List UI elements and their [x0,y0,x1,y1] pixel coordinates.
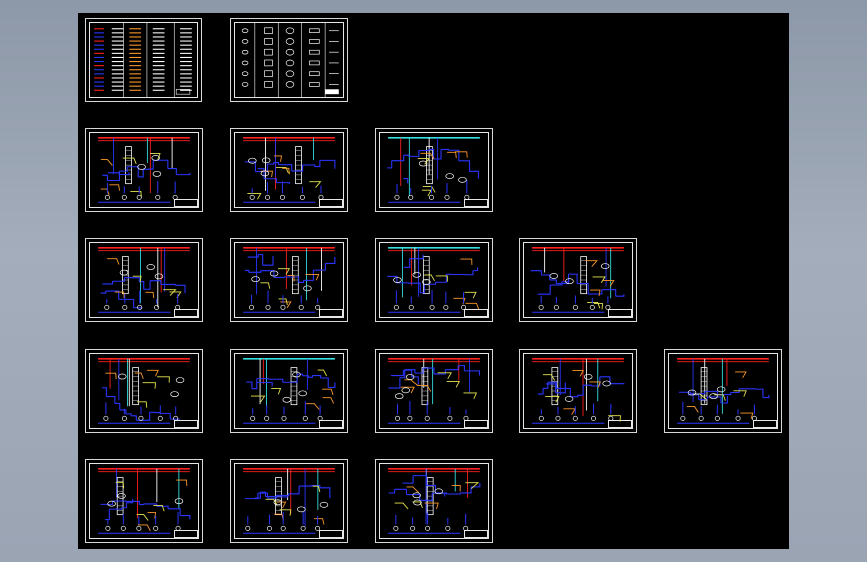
drawing-sheet-r4-3[interactable] [375,349,493,433]
sheet-inner-border [234,463,344,539]
title-block [174,199,198,207]
title-block [464,309,488,317]
process-flow-diagram [98,137,191,203]
process-flow-diagram [387,247,480,313]
sheet-inner-border [379,242,489,318]
drawing-sheet-r2-3[interactable] [375,128,493,212]
drawing-sheet-legend-2[interactable] [230,18,348,102]
sheet-inner-border [89,463,199,539]
title-block [319,309,343,317]
sheet-inner-border [89,353,199,429]
cad-drawing-viewport[interactable] [78,13,789,549]
title-block [319,420,343,428]
drawing-sheet-r3-2[interactable] [230,238,348,322]
process-flow-diagram [98,468,191,534]
sheet-inner-border [89,132,199,208]
sheet-inner-border [234,22,344,98]
sheet-inner-border [668,353,778,429]
title-block [464,420,488,428]
process-flow-diagram [243,247,336,313]
sheet-inner-border [379,463,489,539]
title-block [753,420,777,428]
sheet-inner-border [89,242,199,318]
sheet-inner-border [379,353,489,429]
process-flow-diagram [243,358,336,424]
title-block [464,530,488,538]
drawing-sheet-r3-3[interactable] [375,238,493,322]
drawing-sheet-r2-1[interactable] [85,128,203,212]
process-flow-diagram [243,137,336,203]
legend-table-2 [241,22,339,98]
process-flow-diagram [243,468,335,534]
drawing-sheet-legend-1[interactable] [85,18,202,102]
title-block [174,530,198,538]
title-block [464,199,488,207]
drawing-sheet-r4-4[interactable] [519,349,637,433]
drawing-sheet-r5-1[interactable] [85,459,203,543]
drawing-sheet-r4-1[interactable] [85,349,203,433]
sheet-inner-border [234,353,344,429]
process-flow-diagram [98,358,190,424]
drawing-sheet-r3-1[interactable] [85,238,203,322]
drawing-sheet-r4-2[interactable] [230,349,348,433]
sheet-inner-border [523,242,633,318]
legend-table-1 [94,22,192,98]
process-flow-diagram [98,247,190,313]
title-block [174,309,198,317]
process-flow-diagram [677,358,770,424]
process-flow-diagram [388,358,480,424]
drawing-sheet-r2-2[interactable] [230,128,348,212]
sheet-inner-border [379,132,489,208]
sheet-inner-border [523,353,633,429]
title-block [174,420,198,428]
sheet-inner-border [234,132,344,208]
title-block [608,309,632,317]
sheet-inner-border [89,22,198,98]
process-flow-diagram [387,137,480,203]
process-flow-diagram [532,358,625,424]
process-flow-diagram [388,468,481,534]
title-block [319,530,343,538]
drawing-sheet-r4-5[interactable] [664,349,782,433]
sheet-inner-border [234,242,344,318]
drawing-sheet-r5-3[interactable] [375,459,493,543]
process-flow-diagram [530,247,625,313]
title-block [319,199,343,207]
drawing-sheet-r3-4[interactable] [519,238,637,322]
drawing-sheet-r5-2[interactable] [230,459,348,543]
